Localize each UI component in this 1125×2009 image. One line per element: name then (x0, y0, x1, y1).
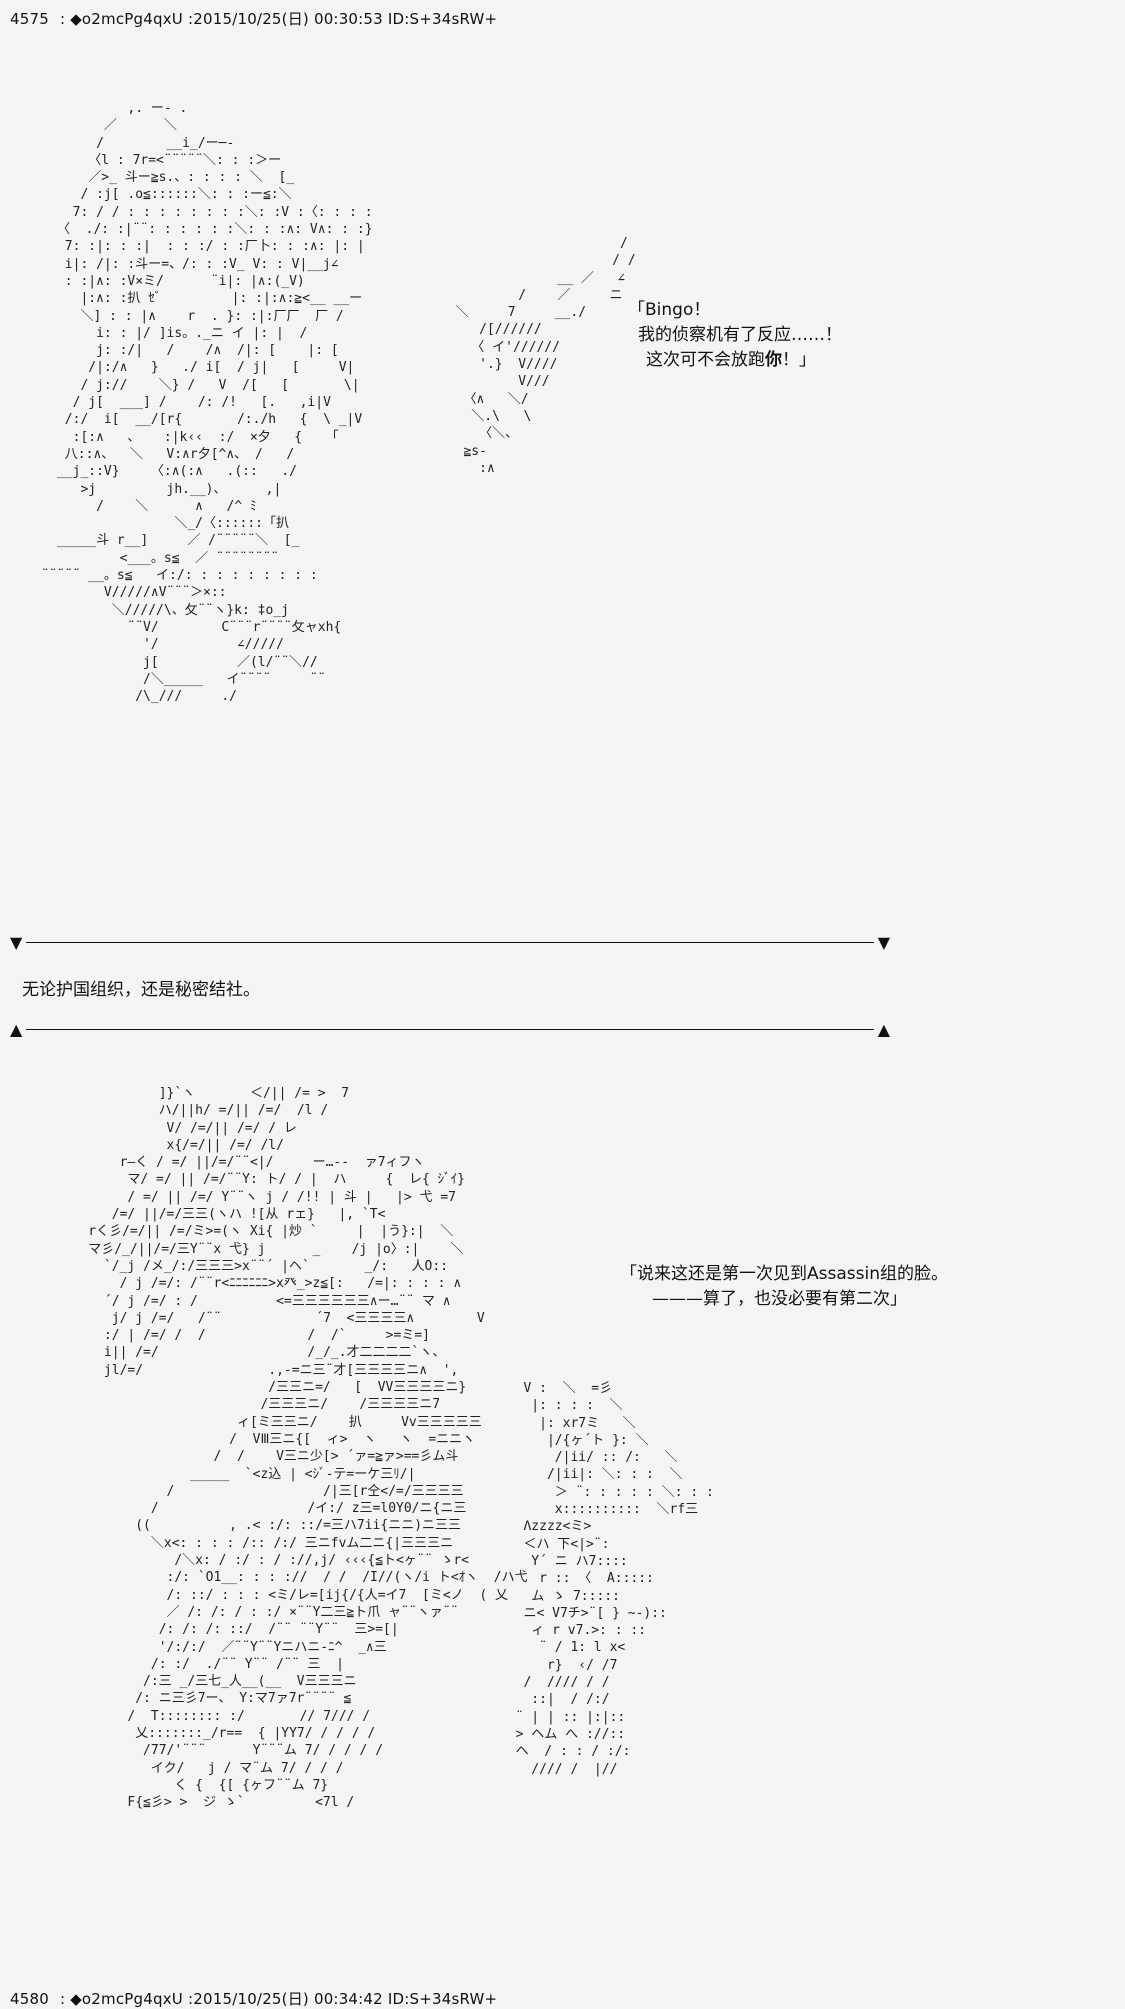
speech-line: ———算了，也没必要有第二次」 (652, 1289, 907, 1309)
speech-bubble-2: 「说来这还是第一次见到Assassin组的脸。 ———算了，也没必要有第二次」 (620, 1262, 948, 1312)
speech-bubble-1: 「Bingo！ 我的侦察机有了反应……！ 这次可不会放跑你！」 (628, 298, 842, 373)
scene-divider-top: ▼ ▼ (10, 933, 890, 953)
speech-line: 「说来这还是第一次见到Assassin组的脸。 (620, 1264, 948, 1284)
poster-id: ID:S+34sRW+ (387, 10, 498, 28)
poster-name: ◆o2mcPg4qxU (70, 1990, 183, 2008)
speech-line: 「Bingo！ (628, 300, 711, 320)
post-datetime: :2015/10/25(日) 00:34:42 (187, 1990, 383, 2008)
ascii-art-character-2: ]}`ヽ ＜/|| /= > 7 ハ/||h/ =/|| /=/ /l / V/… (88, 1086, 528, 1811)
down-triangle-icon: ▼ (877, 933, 890, 952)
post-number: 4580 (10, 1990, 49, 2008)
ascii-art-character-1: ,. ー- . ／ ＼ / __i_/ー─- 〈l : 7r=<¨¨¨¨¨＼: … (41, 101, 373, 705)
divider-line (26, 942, 874, 943)
post-number: 4575 (10, 10, 49, 28)
post-sep: : (59, 1990, 66, 2008)
divider-line (26, 1029, 874, 1030)
ascii-art-wing-1: / / / __ ／ ∠ / ／ ニ ＼ 7 __./ /[////// 〈 イ… (455, 236, 636, 476)
post-header: 4580 : ◆o2mcPg4qxU :2015/10/25(日) 00:34:… (10, 1988, 497, 2009)
post-header: 4575 : ◆o2mcPg4qxU :2015/10/25(日) 00:30:… (10, 8, 497, 29)
speech-line: 我的侦察机有了反应……！ (638, 325, 842, 345)
post-datetime: :2015/10/25(日) 00:30:53 (187, 10, 383, 28)
up-triangle-icon: ▲ (877, 1020, 890, 1039)
post-sep: : (59, 10, 66, 28)
ascii-art-cloak-2: V : ＼ =彡 |: : : : ＼ |: xr7ミ ＼ |/{ヶ´ト }: … (515, 1381, 714, 1777)
scene-divider-bottom: ▲ ▲ (10, 1020, 890, 1040)
poster-id: ID:S+34sRW+ (387, 1990, 498, 2008)
up-triangle-icon: ▲ (10, 1020, 23, 1039)
poster-name: ◆o2mcPg4qxU (70, 10, 183, 28)
speech-line: 这次可不会放跑你！」 (646, 350, 816, 370)
down-triangle-icon: ▼ (10, 933, 23, 952)
narration-text: 无论护国组织，还是秘密结社。 (22, 980, 260, 1000)
